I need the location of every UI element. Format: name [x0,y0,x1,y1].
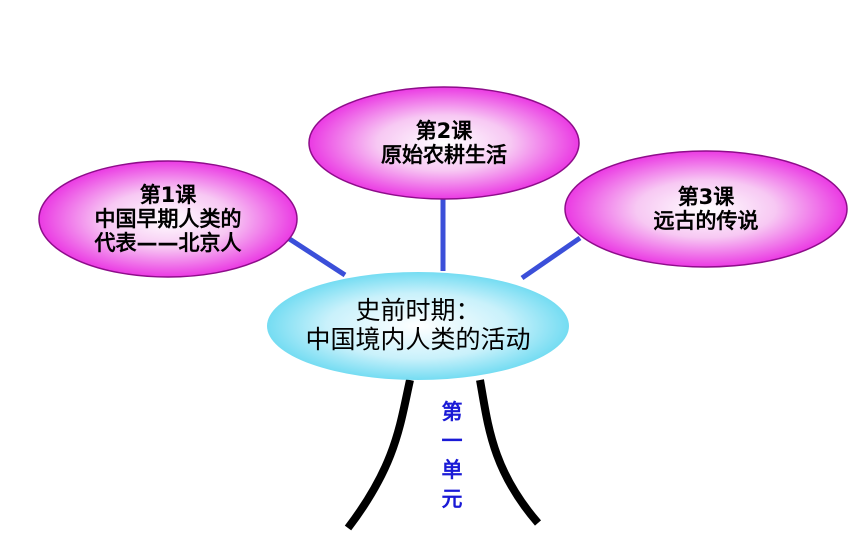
unit-label: 第 一 单 元 [436,398,468,514]
trunk-right [476,379,542,526]
center-title-line1: 史前时期： [355,296,481,326]
connector-lesson1 [286,235,347,278]
center-title-line2: 中国境内人类的活动 [305,325,531,354]
unit-char: 一 [441,429,463,453]
center-ellipse [267,272,569,380]
lesson2-ellipse [308,86,580,200]
lesson2-node: 第2课 原始农耕生活 [308,86,580,200]
unit-char: 单 [441,458,463,482]
unit-char: 元 [441,487,463,511]
lesson3-node: 第3课 远古的传说 [564,150,848,268]
lesson3-title: 远古的传说 [653,209,759,233]
lesson1-ellipse [38,160,298,278]
connector-lesson3 [520,235,582,281]
trunk-left [344,379,414,531]
lesson2-title: 原始农耕生活 [381,143,507,167]
lesson3-ellipse [564,150,848,268]
lesson1-node: 第1课 中国早期人类的 代表——北京人 [38,160,298,278]
unit-char: 第 [441,400,463,424]
lesson2-label: 第2课 [415,118,473,143]
lesson1-title-line2: 代表——北京人 [94,231,242,256]
lesson1-title-line1: 中国早期人类的 [94,206,242,231]
lesson3-label: 第3课 [677,184,735,209]
center-topic-node: 史前时期： 中国境内人类的活动 [266,271,570,381]
lesson1-label: 第1课 [139,182,197,207]
